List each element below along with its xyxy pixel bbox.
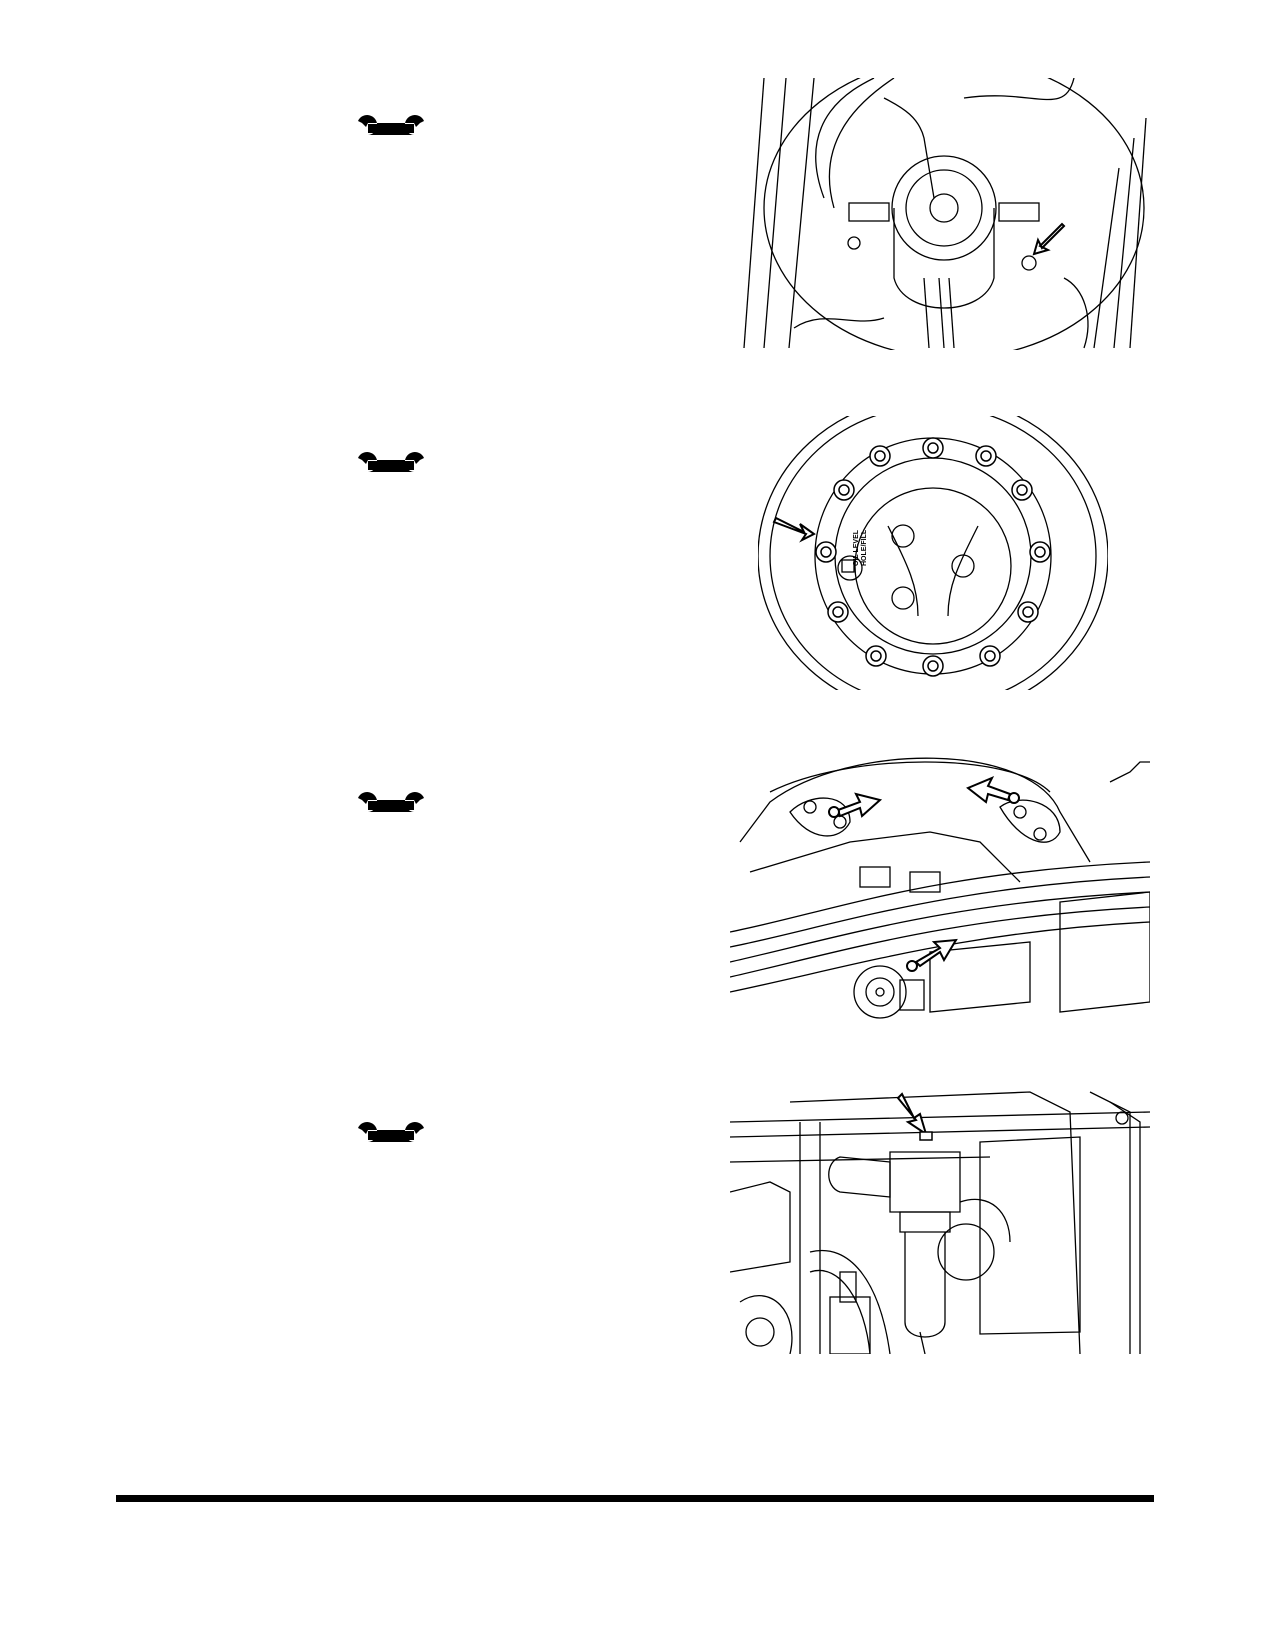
arrow-icon <box>836 776 1012 968</box>
oil-level-label-line1: OIL LEVEL <box>853 529 860 566</box>
arrow-icon <box>896 1092 928 1137</box>
oil-level-label-line2: HOLE/FILL <box>861 529 868 566</box>
wrench-icon <box>354 113 428 143</box>
figure-wheel-hub-oil-plug: OIL LEVEL HOLE/FILL <box>758 416 1108 690</box>
wrench-icon <box>354 450 428 480</box>
figure-gearbox-fill-plug <box>734 78 1150 350</box>
figure-axle-grease-points <box>730 752 1150 1024</box>
arrow-icon <box>1032 222 1066 256</box>
footer-rule <box>116 1495 1154 1502</box>
wrench-icon <box>354 790 428 820</box>
arrow-icon <box>772 516 816 543</box>
figure-hydraulic-filter <box>730 1082 1150 1354</box>
wrench-icon <box>354 1120 428 1150</box>
